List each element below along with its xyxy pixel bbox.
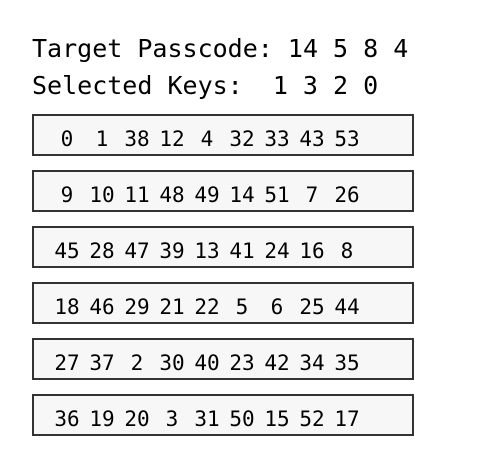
key-button[interactable]: 29 bbox=[124, 295, 150, 319]
key-button[interactable]: 35 bbox=[334, 351, 360, 375]
key-button[interactable]: 26 bbox=[334, 183, 360, 207]
key-button[interactable]: 30 bbox=[159, 351, 185, 375]
key-button[interactable]: 32 bbox=[229, 127, 255, 151]
keypad-row-3: 45 28 47 39 13 41 24 16 8 bbox=[32, 226, 414, 268]
key-button[interactable]: 43 bbox=[299, 127, 325, 151]
key-button[interactable]: 51 bbox=[264, 183, 290, 207]
key-button[interactable]: 49 bbox=[194, 183, 220, 207]
key-button[interactable]: 50 bbox=[229, 407, 255, 431]
key-button[interactable]: 48 bbox=[159, 183, 185, 207]
key-button[interactable]: 21 bbox=[159, 295, 185, 319]
key-button[interactable]: 28 bbox=[89, 239, 115, 263]
key-button[interactable]: 15 bbox=[264, 407, 290, 431]
target-passcode-value: 14 5 8 4 bbox=[287, 34, 409, 63]
key-button[interactable]: 39 bbox=[159, 239, 185, 263]
selected-keys-value: 1 3 2 0 bbox=[272, 71, 379, 100]
passcode-header: Target Passcode: 14 5 8 4 Selected Keys:… bbox=[32, 30, 408, 104]
key-button[interactable]: 33 bbox=[264, 127, 290, 151]
keypad-row-5: 27 37 2 30 40 23 42 34 35 bbox=[32, 338, 414, 380]
key-button[interactable]: 4 bbox=[200, 127, 214, 151]
key-button[interactable]: 36 bbox=[54, 407, 80, 431]
key-button[interactable]: 31 bbox=[194, 407, 220, 431]
key-button[interactable]: 27 bbox=[54, 351, 80, 375]
selected-keys-line: Selected Keys: 1 3 2 0 bbox=[32, 67, 408, 104]
key-button[interactable]: 52 bbox=[299, 407, 325, 431]
key-button[interactable]: 38 bbox=[124, 127, 150, 151]
key-button[interactable]: 20 bbox=[124, 407, 150, 431]
key-button[interactable]: 1 bbox=[95, 127, 109, 151]
target-passcode-line: Target Passcode: 14 5 8 4 bbox=[32, 30, 408, 67]
key-button[interactable]: 45 bbox=[54, 239, 80, 263]
key-button[interactable]: 19 bbox=[89, 407, 115, 431]
key-button[interactable]: 11 bbox=[124, 183, 150, 207]
key-button[interactable]: 3 bbox=[165, 407, 179, 431]
selected-keys-label: Selected Keys: bbox=[32, 71, 243, 100]
key-button[interactable]: 17 bbox=[334, 407, 360, 431]
key-button[interactable]: 0 bbox=[60, 127, 74, 151]
key-button[interactable]: 7 bbox=[305, 183, 319, 207]
key-button[interactable]: 18 bbox=[54, 295, 80, 319]
key-button[interactable]: 34 bbox=[299, 351, 325, 375]
key-button[interactable]: 13 bbox=[194, 239, 220, 263]
key-button[interactable]: 42 bbox=[264, 351, 290, 375]
key-button[interactable]: 8 bbox=[340, 239, 354, 263]
key-button[interactable]: 44 bbox=[334, 295, 360, 319]
key-button[interactable]: 9 bbox=[60, 183, 74, 207]
key-button[interactable]: 23 bbox=[229, 351, 255, 375]
key-button[interactable]: 46 bbox=[89, 295, 115, 319]
key-button[interactable]: 24 bbox=[264, 239, 290, 263]
key-button[interactable]: 22 bbox=[194, 295, 220, 319]
key-button[interactable]: 16 bbox=[299, 239, 325, 263]
key-button[interactable]: 25 bbox=[299, 295, 325, 319]
key-button[interactable]: 41 bbox=[229, 239, 255, 263]
key-button[interactable]: 2 bbox=[130, 351, 144, 375]
keypad-row-2: 9 10 11 48 49 14 51 7 26 bbox=[32, 170, 414, 212]
key-button[interactable]: 10 bbox=[89, 183, 115, 207]
key-button[interactable]: 14 bbox=[229, 183, 255, 207]
key-button[interactable]: 37 bbox=[89, 351, 115, 375]
target-passcode-label: Target Passcode: bbox=[32, 34, 273, 63]
key-button[interactable]: 53 bbox=[334, 127, 360, 151]
keypad-row-6: 36 19 20 3 31 50 15 52 17 bbox=[32, 394, 414, 436]
key-button[interactable]: 6 bbox=[270, 295, 284, 319]
key-button[interactable]: 5 bbox=[235, 295, 249, 319]
key-button[interactable]: 40 bbox=[194, 351, 220, 375]
key-button[interactable]: 12 bbox=[159, 127, 185, 151]
key-button[interactable]: 47 bbox=[124, 239, 150, 263]
